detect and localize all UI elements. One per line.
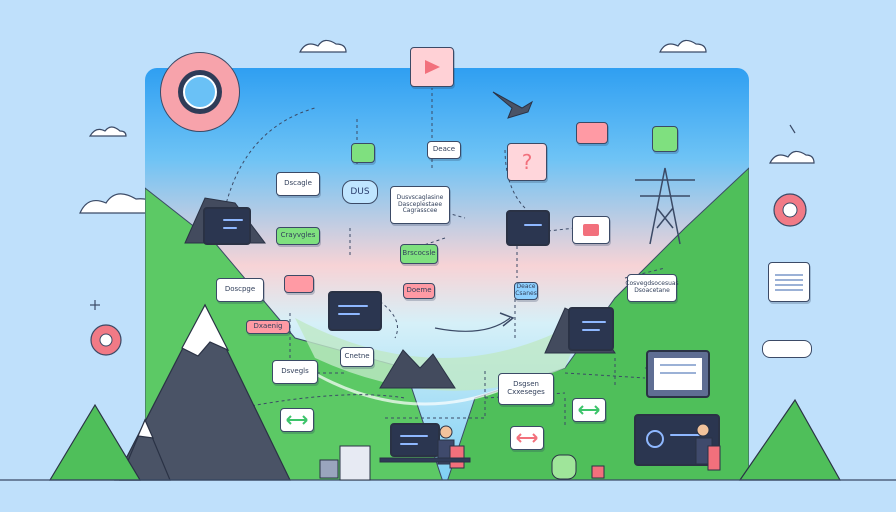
- node-pink-right-top[interactable]: [576, 122, 608, 144]
- node-pink-center[interactable]: Doeme: [403, 283, 435, 299]
- node-pink-gear[interactable]: [572, 216, 610, 244]
- cloud-icon: [659, 39, 707, 53]
- question-icon[interactable]: ?: [507, 143, 547, 181]
- node-blue-small[interactable]: Deace Csanes: [514, 282, 538, 300]
- monitor-card: [203, 207, 251, 245]
- node-right-card[interactable]: Cosvegdsocesuas Dsoacetane: [625, 274, 679, 302]
- cloud-icon: [299, 39, 347, 53]
- gear-icon: [160, 52, 240, 132]
- play-icon: [425, 60, 440, 74]
- node-white-low[interactable]: Cnetne: [340, 347, 374, 367]
- node-top-left[interactable]: Dscagle: [276, 172, 320, 196]
- node-left-low[interactable]: Dsvegls: [272, 360, 318, 384]
- node-green-left[interactable]: Crayvgles: [276, 227, 320, 245]
- node-small-top[interactable]: Deace: [427, 141, 461, 159]
- node-left-mid[interactable]: Doscpge: [216, 278, 264, 302]
- monitor-card: [506, 210, 550, 246]
- swap-arrows-icon[interactable]: [510, 426, 544, 450]
- node-green-right-top[interactable]: [652, 126, 678, 152]
- power-tower-icon: [635, 167, 695, 245]
- node-center[interactable]: Dusvscaglasine Dasceplestaee Cagrasscee: [390, 186, 450, 224]
- node-pink-low[interactable]: Dxaenig: [246, 320, 290, 334]
- swap-arrows-icon[interactable]: [572, 398, 606, 422]
- cloud-icon: [762, 340, 812, 358]
- monitor-card: [328, 291, 382, 331]
- node-green-center[interactable]: Brscocsle: [400, 244, 438, 264]
- monitor-card: [646, 350, 710, 398]
- monitor-card: [568, 307, 614, 351]
- dus-tag: DUS: [342, 180, 378, 204]
- node-small-green-top[interactable]: [351, 143, 375, 163]
- play-button[interactable]: [410, 47, 454, 87]
- node-bottom-center[interactable]: Dsgsen Cxxeseges: [498, 373, 554, 405]
- document-card: [768, 262, 810, 302]
- cloud-icon: [769, 150, 815, 164]
- node-pink-left[interactable]: [284, 275, 314, 293]
- cloud-icon: [88, 126, 127, 137]
- swap-arrows-icon[interactable]: [280, 408, 314, 432]
